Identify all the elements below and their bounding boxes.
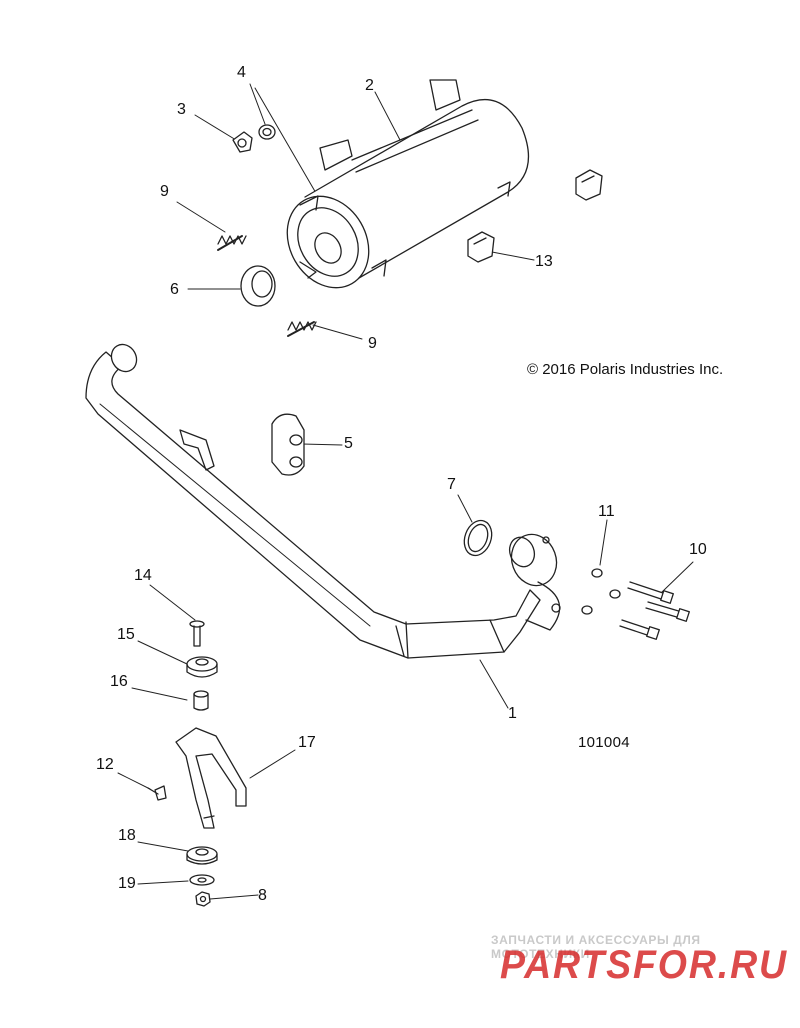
part-4-washer — [258, 124, 276, 140]
callout-13: 13 — [535, 253, 553, 270]
exhaust-pipe — [85, 343, 561, 659]
callout-12: 12 — [96, 756, 114, 773]
part-19-washer — [189, 874, 215, 886]
part-9-spring-upper — [217, 235, 247, 251]
callout-2: 2 — [365, 77, 374, 94]
part-14-pin — [189, 620, 205, 647]
callout-5: 5 — [344, 435, 353, 452]
callout-7: 7 — [447, 476, 456, 493]
part-9-spring-lower — [287, 321, 317, 337]
callout-19: 19 — [118, 875, 136, 892]
part-16-spacer — [193, 690, 209, 711]
callout-10: 10 — [689, 541, 707, 558]
part-13-grommet-a — [575, 169, 603, 201]
copyright-notice: © 2016 Polaris Industries Inc. — [527, 361, 724, 378]
callout-11: 11 — [598, 503, 615, 520]
callout-18: 18 — [118, 827, 136, 844]
callout-15: 15 — [117, 626, 135, 643]
callout-3: 3 — [177, 101, 186, 118]
callout-17: 17 — [298, 734, 316, 751]
callout-16: 16 — [110, 673, 128, 690]
part-12-screw — [147, 785, 167, 801]
callout-9-upper: 9 — [160, 183, 169, 200]
muffler — [286, 79, 530, 289]
part-13-grommet-b — [467, 231, 495, 263]
part-17-bracket — [175, 727, 247, 829]
drawing-number: 101004 — [578, 734, 630, 751]
part-8-nut — [195, 891, 211, 907]
callout-9-lower: 9 — [368, 335, 377, 352]
watermark-logo: PARTSFOR.RU — [500, 943, 788, 987]
callout-8: 8 — [258, 887, 267, 904]
part-18-grommet — [186, 846, 218, 865]
part-3-plug — [232, 131, 253, 153]
part-7-gasket — [463, 519, 493, 557]
watermark-logo-text: PARTSFOR.RU — [500, 943, 788, 987]
part-10-bolts — [619, 581, 690, 640]
callout-1: 1 — [508, 705, 517, 722]
part-5-isolator — [271, 413, 305, 476]
callout-14: 14 — [134, 567, 152, 584]
part-11-washers — [581, 568, 621, 615]
part-6-gasket — [240, 265, 276, 307]
callout-4: 4 — [237, 64, 246, 81]
leader-lines — [117, 83, 694, 900]
callout-6: 6 — [170, 281, 179, 298]
watermark-tagline: ЗАПЧАСТИ И АКСЕССУАРЫ ДЛЯ МОТОТЕХНИКИ — [491, 933, 701, 961]
part-15-grommet — [186, 656, 218, 678]
